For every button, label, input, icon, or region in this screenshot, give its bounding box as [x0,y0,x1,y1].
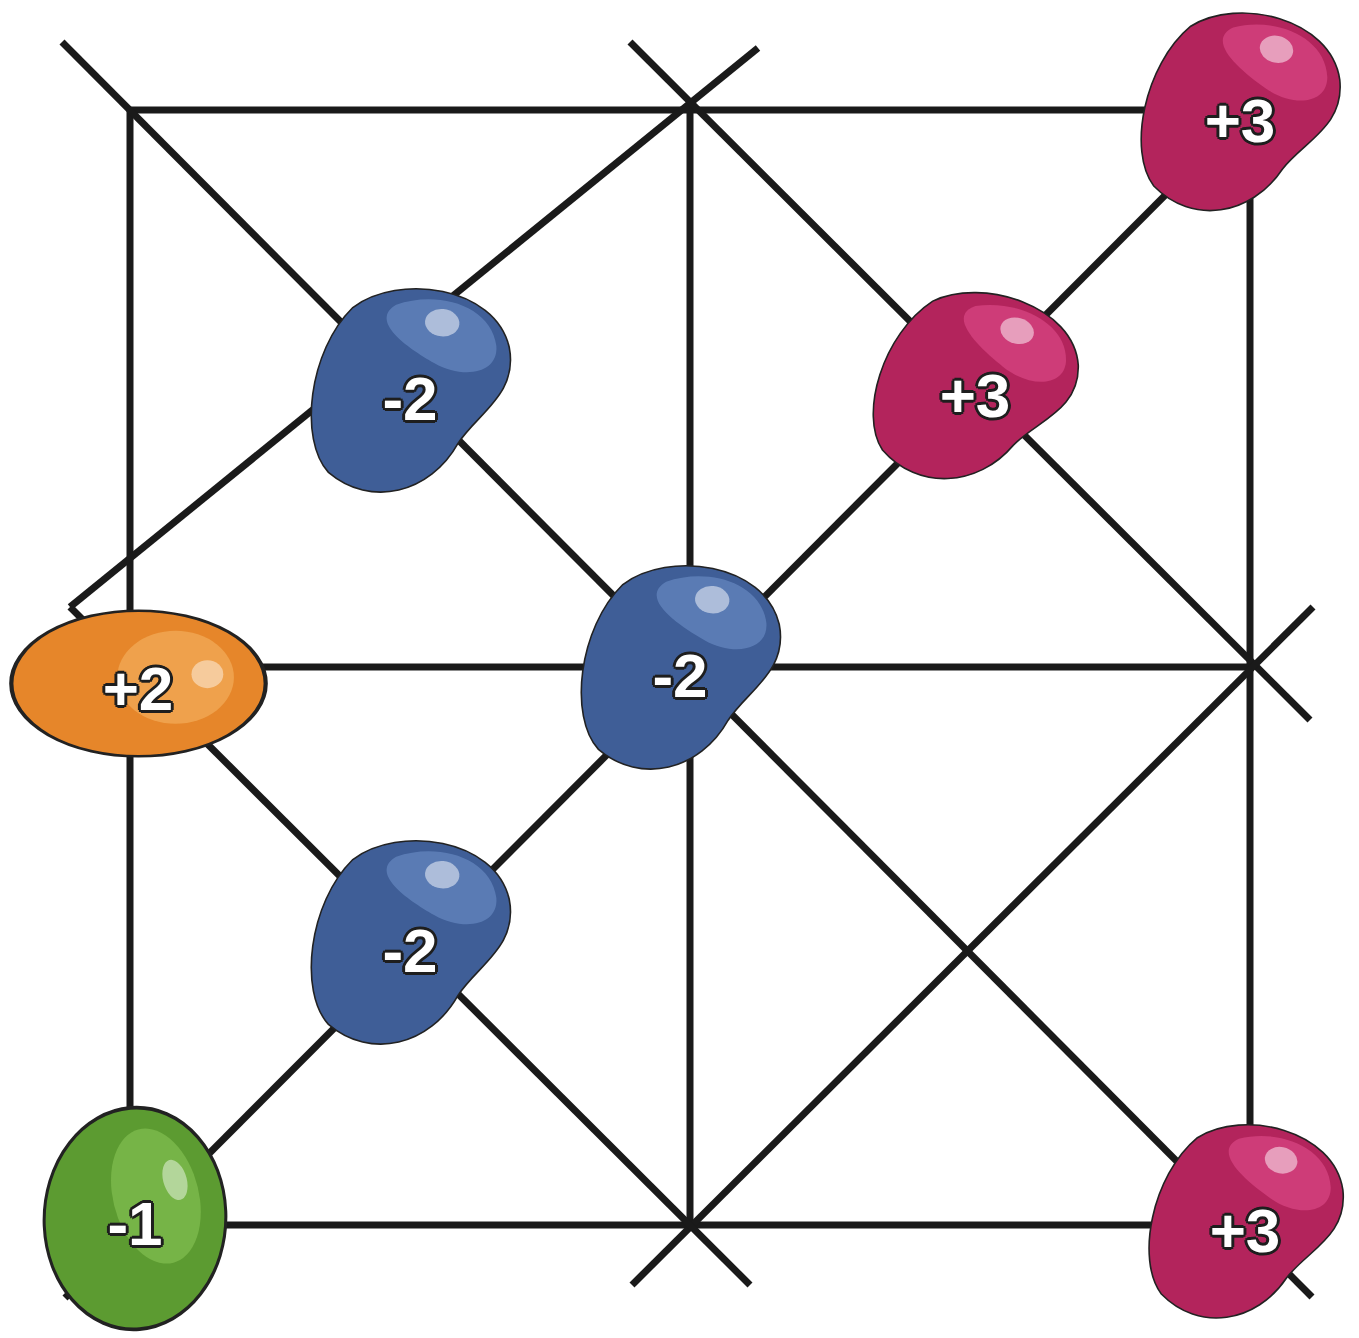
bean-value: -2 [382,368,437,430]
jelly-bean: +3 [869,283,1081,498]
bean-value: +3 [940,365,1011,427]
jelly-bean: +2 [6,606,271,761]
board-diagonal [70,48,758,607]
bean-value: +3 [1205,90,1276,152]
jelly-bean: +3 [1135,3,1345,228]
bean-value: +3 [1210,1200,1281,1262]
bean-value: -2 [382,920,437,982]
bean-value: +2 [103,658,174,720]
bean-value: -1 [107,1193,162,1255]
bean-value: -2 [652,645,707,707]
jelly-bean: -2 [303,279,518,507]
jelly-bean: -1 [40,1101,230,1336]
jelly-bean: -2 [303,831,518,1059]
board-diagonal [630,42,1310,720]
jelly-bean: -2 [573,556,788,784]
jelly-bean: +3 [1143,1115,1348,1335]
